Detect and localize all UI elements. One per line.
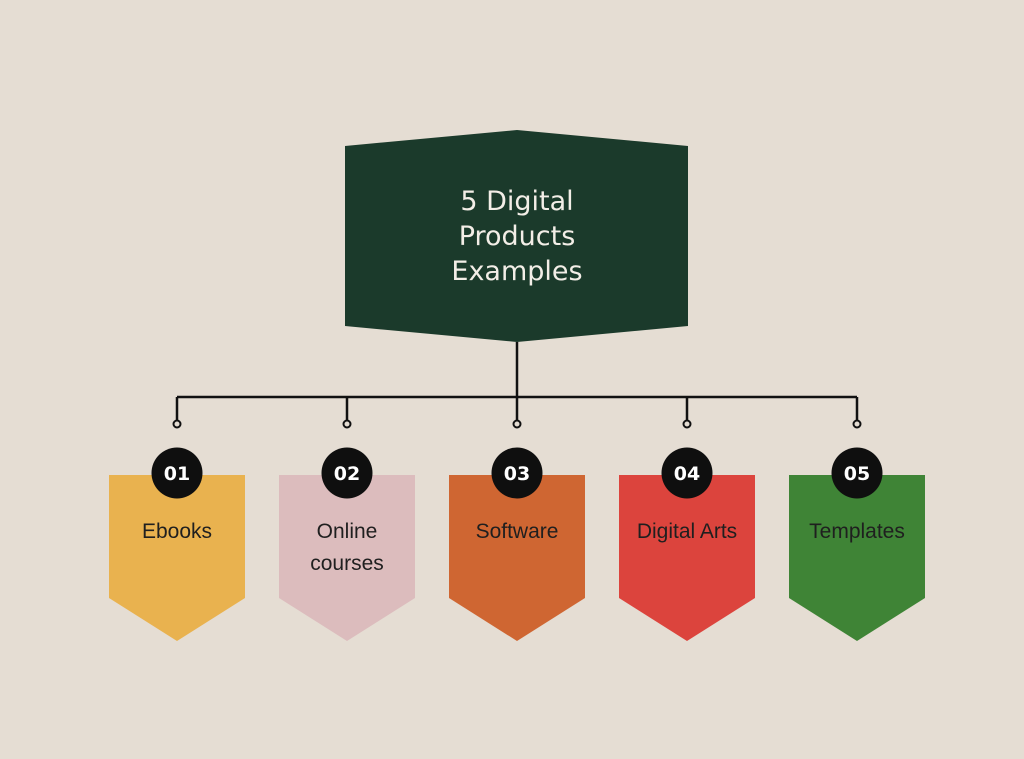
connector-drops [172, 397, 862, 429]
connector-dot [852, 419, 862, 429]
item-number: 04 [674, 463, 700, 485]
title-line-3: Examples [451, 256, 582, 287]
item-number-badge [321, 447, 373, 499]
item-label: Online [317, 520, 378, 543]
item-number: 01 [164, 463, 190, 485]
item-label: Software [476, 520, 559, 543]
item-number: 02 [334, 463, 360, 485]
item-number-badge [151, 447, 203, 499]
item-label: Ebooks [142, 520, 212, 543]
title-line-2: Products [459, 221, 576, 252]
item-label: courses [310, 552, 384, 575]
item-number: 03 [504, 463, 530, 485]
connector-dot [342, 419, 352, 429]
item-number: 05 [844, 463, 870, 485]
item-label: Templates [809, 520, 905, 543]
item-shape [279, 475, 415, 641]
item-number-badge [491, 447, 543, 499]
connector-tree [172, 342, 862, 429]
connector-dot [172, 419, 182, 429]
item-number-badge [831, 447, 883, 499]
item-label: Digital Arts [637, 520, 737, 543]
item-shape [109, 475, 245, 641]
item-list: 01Ebooks02Onlinecourses03Software04Digit… [109, 447, 925, 641]
title-line-1: 5 Digital [460, 186, 573, 217]
title-shape [345, 130, 688, 342]
item-number-badge [661, 447, 713, 499]
connector-dot [512, 419, 522, 429]
title-node: 5 Digital Products Examples [345, 130, 688, 342]
connector-dot [682, 419, 692, 429]
item-shape [619, 475, 755, 641]
item-shape [449, 475, 585, 641]
item-shape [789, 475, 925, 641]
